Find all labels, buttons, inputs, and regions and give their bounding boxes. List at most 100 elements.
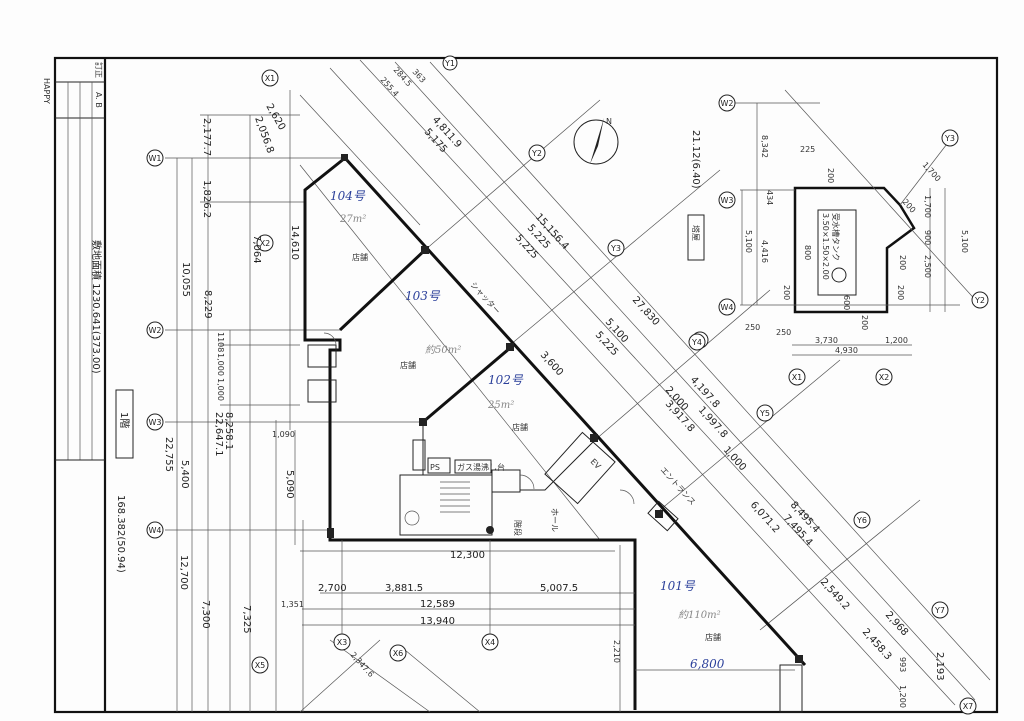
grid-bubble-x4: X4 (481, 633, 499, 651)
tank-label: 受水槽タンク (831, 213, 841, 261)
dimension-label: 5,100 (744, 230, 753, 253)
grid-bubble-y3: Y3 (607, 239, 625, 257)
revision-label: 訂正 (94, 62, 104, 78)
dimension-label: Y7 (934, 606, 945, 615)
grid-bubble-w2: W2 (146, 321, 164, 339)
room-101-area: 約110m² (678, 609, 721, 621)
bottom-dimension-lines (299, 520, 795, 713)
drawing-line (343, 156, 807, 667)
dimension-label: 8,342 (760, 135, 769, 158)
drawing-line (619, 489, 635, 505)
dimension-label: Y6 (856, 516, 867, 525)
dimension-label: X5 (255, 661, 266, 670)
diagonal-dimension-lines (299, 59, 991, 706)
dimension-label: Y2 (531, 149, 542, 158)
sheet-frame (53, 56, 999, 714)
dimension-label: 2,193 (934, 652, 945, 681)
dimension-label: Y1 (444, 59, 455, 68)
dimension-label: 1,700 (921, 160, 943, 183)
inset-area-note: 21.12(6.40) (690, 130, 701, 189)
drawing-line (394, 61, 976, 701)
dimension-label: Y3 (944, 134, 955, 143)
drawing-line (793, 186, 916, 314)
dimension-label: W4 (721, 303, 734, 312)
drawing-line (491, 469, 521, 493)
grid-bubble-circle (146, 149, 164, 167)
grid-bubble-circle (261, 69, 279, 87)
drawing-line (422, 346, 511, 424)
dimension-label: 200 (826, 168, 835, 183)
dimension-label: 600 (842, 295, 851, 310)
drawing-line (329, 639, 431, 713)
drawing-line (779, 664, 803, 713)
grid-bubble-y2: Y2 (528, 144, 546, 162)
grid-bubble-circle (333, 633, 351, 651)
water-tank (817, 209, 857, 296)
left-dimension-texts: 2,177.7 1,826.2 10,055 8,229 22,755 5,40… (163, 102, 300, 634)
drawing-line (759, 499, 921, 631)
dimension-label: W2 (721, 99, 734, 108)
drawing-line (299, 639, 381, 713)
grid-bubble-x3: X3 (333, 633, 351, 651)
dimension-label: 1,000 (216, 353, 225, 376)
dimension-label: 1,090 (272, 430, 295, 439)
grid-bubble-circle (442, 55, 458, 71)
dimension-label: X1 (792, 373, 803, 382)
stair-room (399, 474, 493, 536)
drawing-line (299, 94, 421, 226)
grid-bubble-circle (486, 526, 494, 534)
drawing-line (341, 154, 348, 161)
dimension-label: 5,007.5 (540, 583, 578, 594)
dimension-label: 2,458.3 (860, 627, 894, 663)
drawing-line (509, 169, 721, 346)
drawing-line (303, 156, 637, 710)
grid-bubble-circle (853, 511, 871, 529)
dimension-label: X7 (963, 702, 974, 711)
room-103-number: 103号 (405, 289, 441, 303)
dimension-label: 13,940 (420, 616, 455, 627)
dimension-label: 1,700 (923, 195, 932, 218)
left-dimension-lines (165, 90, 425, 712)
drawing-line (784, 89, 981, 306)
inset-label: 塔屋 (691, 225, 701, 241)
dimension-label: 225 (800, 145, 815, 154)
drawing-line (427, 457, 451, 474)
ev-label: EV (589, 457, 603, 471)
drawing-line (327, 528, 334, 538)
dimension-label: 200 (896, 285, 905, 300)
grid-bubble-circle (831, 267, 847, 283)
grid-bubble-circle (573, 119, 619, 165)
grid-bubble-w1: W1 (146, 149, 164, 167)
dimension-label: 434 (765, 190, 774, 205)
grid-bubble-y1: Y1 (442, 55, 458, 71)
dimension-label: N (606, 117, 612, 126)
grid-bubble-circle (251, 656, 269, 674)
dimension-label: 200 (860, 315, 869, 330)
grid-bubble-x7: X7 (959, 697, 977, 715)
floor-label-box (115, 389, 134, 459)
grid-bubble-circle (389, 644, 407, 662)
dimension-label: 7,300 (200, 600, 211, 629)
grid-bubble-circle (146, 321, 164, 339)
dimension-label: 7,064 (251, 235, 262, 264)
dimension-label: W2 (149, 326, 162, 335)
dimension-label: 200 (898, 255, 907, 270)
grid-bubble-x2: X2 (256, 234, 274, 252)
dimension-label: 2,700 (318, 583, 347, 594)
hall-label: ホール (550, 508, 559, 532)
dimension-label: 1,351 (281, 600, 304, 609)
grid-bubble-circle (481, 633, 499, 651)
dimension-label: 2,500 (923, 255, 932, 278)
drawing-line (519, 474, 535, 490)
drawing-line (307, 379, 337, 403)
dimension-label: 900 (923, 230, 932, 245)
north-arrow-icon: N (573, 117, 619, 165)
dimension-label: 1,826.2 (201, 180, 212, 218)
room-101-number: 101号 (660, 579, 696, 593)
grid-bubble-x5: X5 (251, 656, 269, 674)
room-103-area: 約50m² (425, 344, 461, 356)
stair-label: 階段 (513, 520, 523, 536)
grid-bubble-circle (404, 510, 420, 526)
drawing-line (506, 343, 514, 351)
grid-bubble-circle (688, 333, 706, 351)
